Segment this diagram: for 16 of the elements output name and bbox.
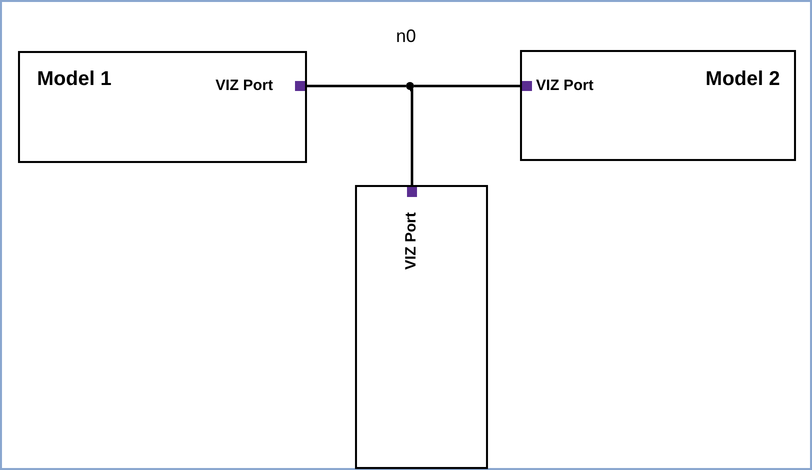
net-label: n0 — [396, 26, 416, 47]
connector-line — [414, 84, 522, 88]
port-label: VIZ Port — [402, 212, 420, 270]
port-square — [522, 81, 532, 91]
connector-line — [410, 88, 414, 187]
connector-line — [305, 84, 406, 88]
model-title: Model 2 — [706, 68, 780, 91]
model-box — [355, 185, 488, 469]
model-box — [520, 50, 796, 161]
model-title: Model 1 — [37, 68, 112, 91]
port-square — [295, 81, 305, 91]
port-label: VIZ Port — [215, 77, 273, 94]
port-label: VIZ Port — [536, 77, 594, 94]
port-square — [407, 187, 417, 197]
junction-dot — [406, 82, 414, 90]
model-box — [18, 51, 307, 163]
